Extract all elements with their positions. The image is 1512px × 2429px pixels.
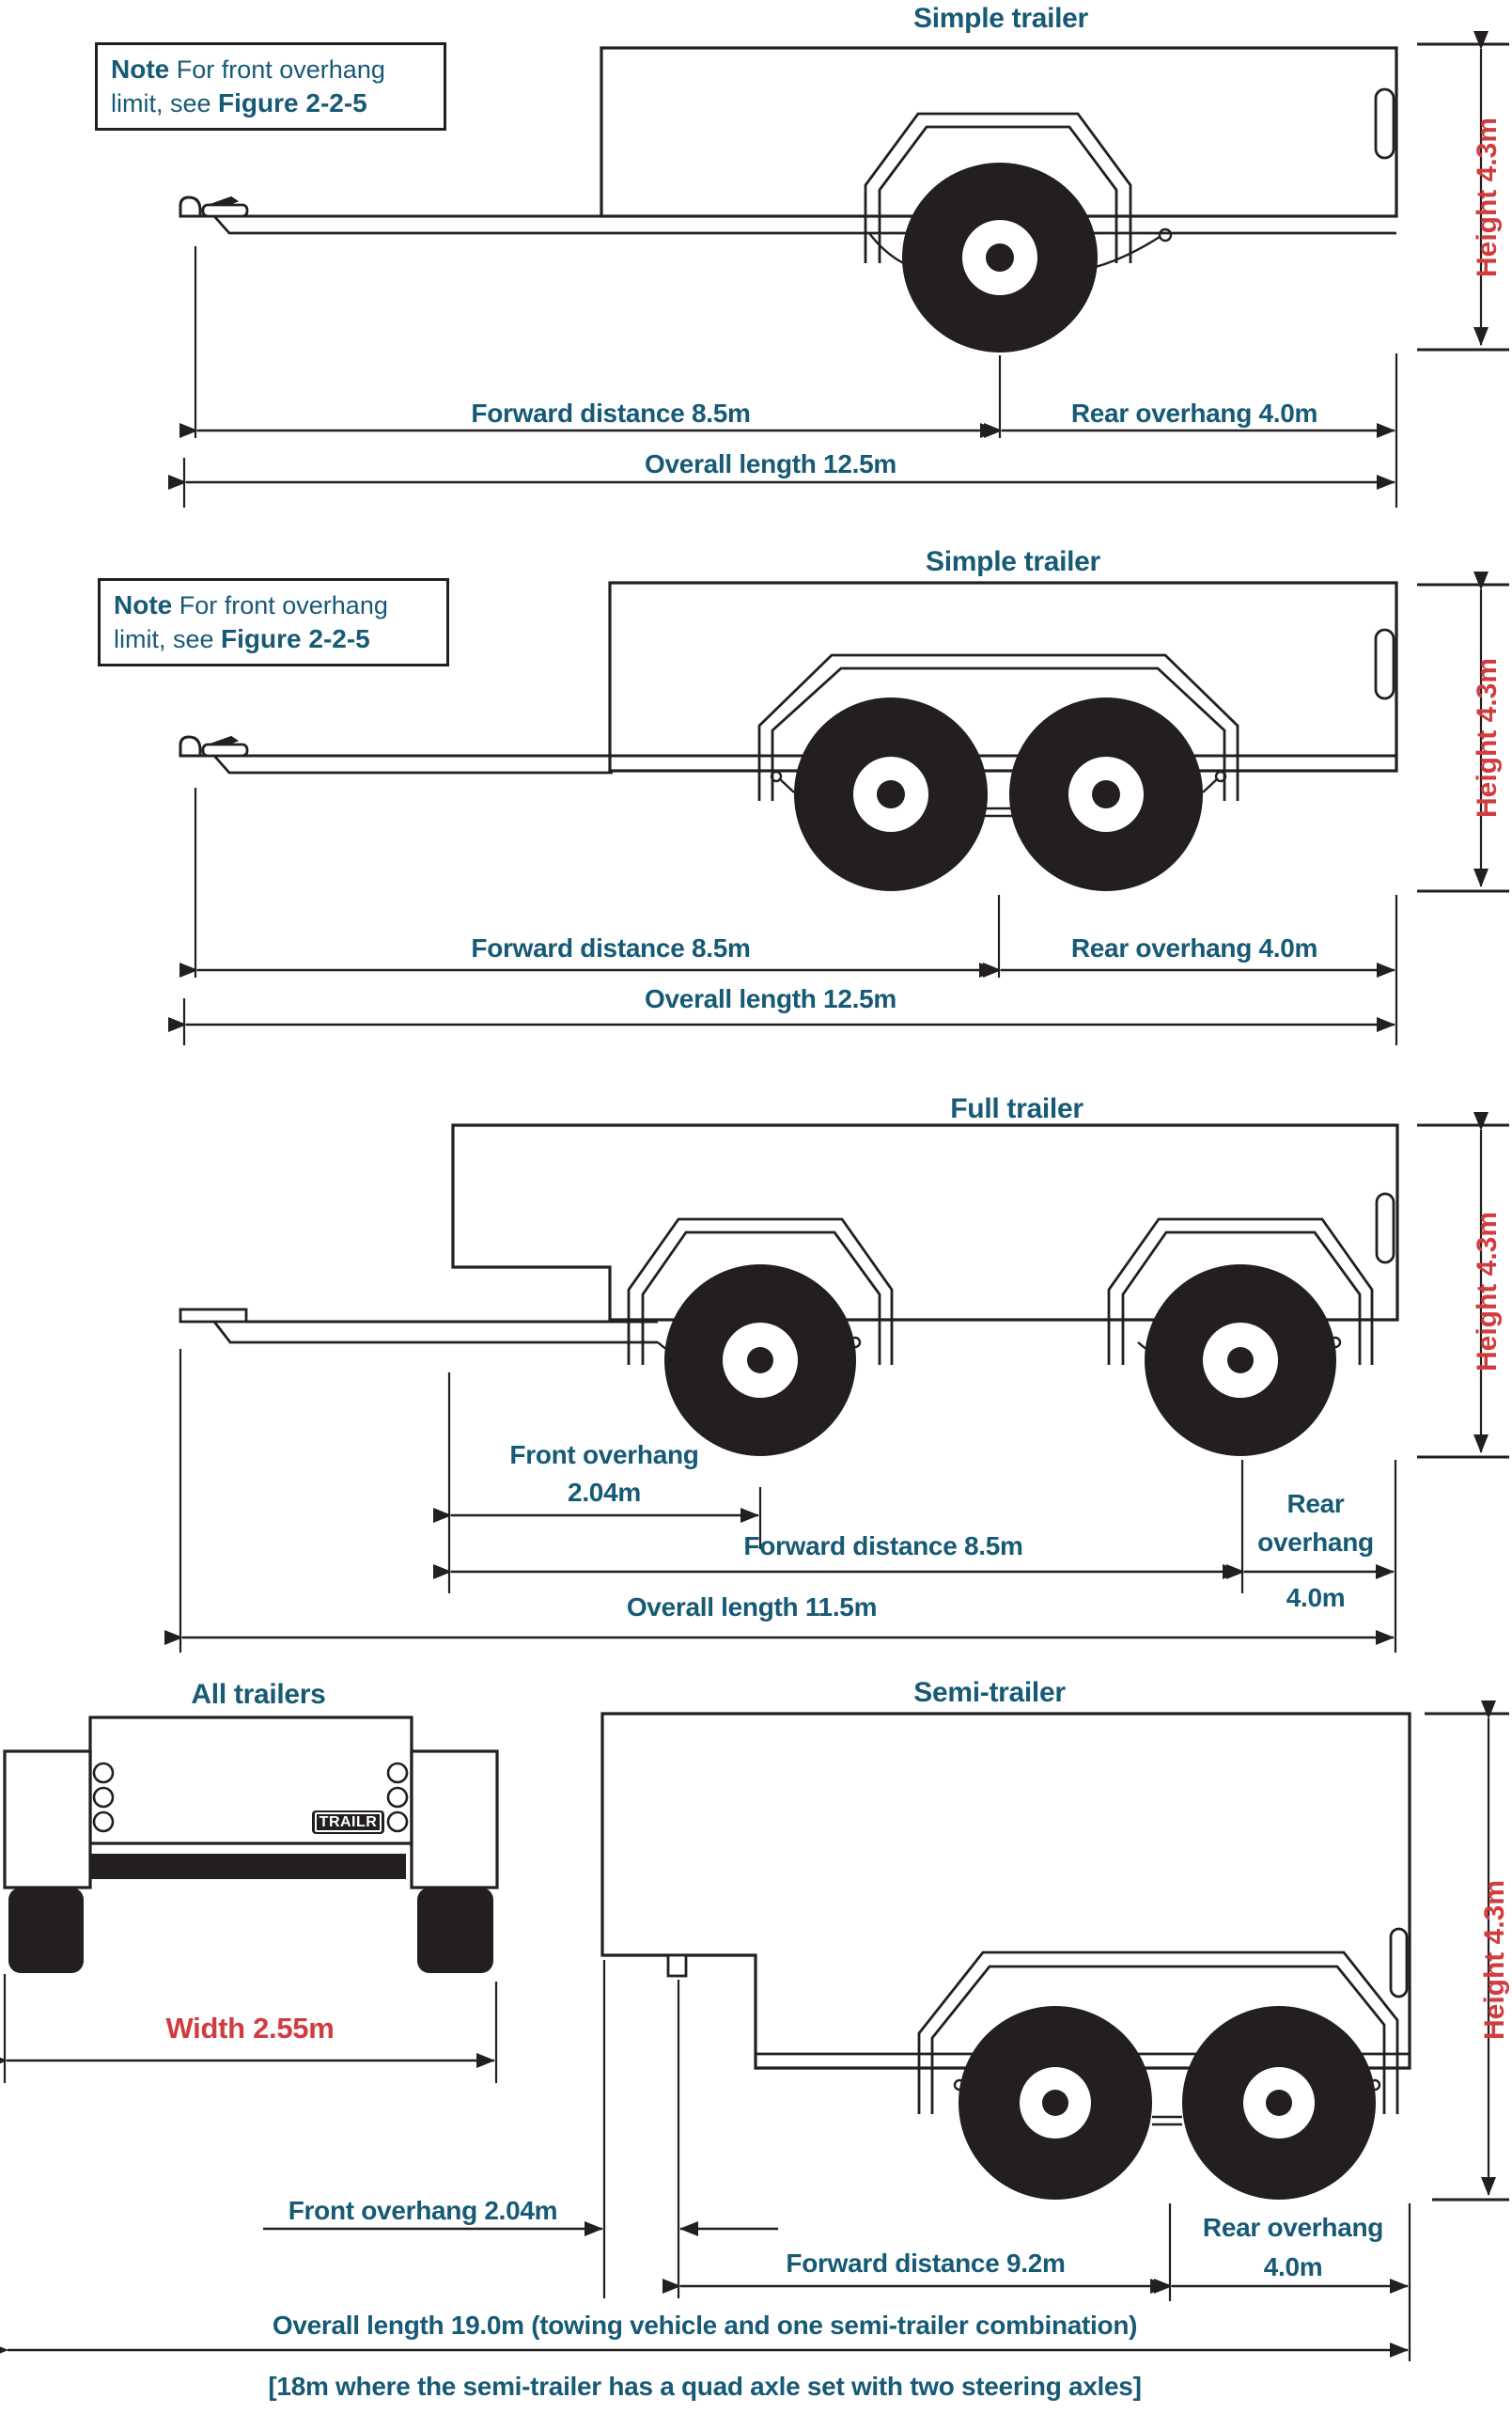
overall-length-label: Overall length 11.5m [626, 1592, 878, 1622]
trailer-body [608, 581, 1398, 773]
coupling-hitch [179, 196, 249, 218]
height-dimension [1417, 572, 1509, 893]
rear-overhang-label: Rear overhang [1202, 2213, 1384, 2242]
wheel [1182, 2006, 1376, 2200]
trailer-body [600, 1712, 1411, 2070]
front-overhang-label: Front overhang 2.04m [288, 2196, 558, 2225]
mudguard [627, 1217, 894, 1365]
height-dimension [1425, 1700, 1509, 2202]
wheel [664, 1264, 856, 1456]
left-mudguard [3, 1749, 92, 1889]
right-mudguard [410, 1749, 499, 1889]
overall-length-label: Overall length 12.5m [645, 984, 896, 1013]
door-handle [1374, 628, 1395, 700]
rear-overhang-label: Rear overhang 4.0m [1070, 933, 1318, 963]
mudguard [757, 653, 1239, 801]
diagram-title: Full trailer [950, 1093, 1083, 1124]
height-label: Height 4.3m [1472, 1211, 1503, 1372]
wheel [794, 697, 988, 891]
rear-overhang-value: 4.0m [1286, 1583, 1346, 1612]
trailr-plate: TRAILR [312, 1810, 384, 1834]
height-dimension [1417, 1112, 1509, 1459]
diagram-title: Simple trailer [926, 546, 1100, 577]
forward-distance-label: Forward distance 8.5m [471, 399, 751, 428]
height-dimension [1417, 31, 1509, 352]
diagram-title: Simple trailer [913, 3, 1088, 34]
rear-bumper [90, 1854, 406, 1879]
mudguard [1107, 1217, 1374, 1365]
wheel [1145, 1264, 1336, 1456]
height-label: Height 4.3m [1479, 1879, 1510, 2041]
width-dimension [0, 1974, 498, 2083]
full-trailer-drawing [164, 1112, 1509, 1653]
wheel [959, 2006, 1152, 2200]
note-lead: Note [111, 55, 170, 84]
rear-overhang-label: Rear overhang 4.0m [1070, 399, 1318, 428]
mudguard [917, 1951, 1399, 2114]
dimension-arrows [164, 1508, 1395, 1645]
front-overhang-note: Note For front overhang limit, see Figur… [98, 578, 449, 666]
note-figure-ref: Figure 2-2-5 [221, 624, 370, 653]
mudguard [864, 112, 1132, 263]
note-figure-ref: Figure 2-2-5 [218, 88, 367, 118]
forward-distance-label: Forward distance 8.5m [471, 933, 751, 963]
front-overhang-value: 2.04m [568, 1478, 641, 1507]
dimension-arrows [168, 963, 1395, 1032]
overall-length-alt-note: [18m where the semi-trailer has a quad a… [268, 2372, 1142, 2401]
forward-distance-label: Forward distance 9.2m [786, 2249, 1066, 2278]
trailr-plate-text: TRAILR [314, 1812, 382, 1832]
width-label: Width 2.55m [165, 2012, 335, 2045]
overall-length-label: Overall length 19.0m (towing vehicle and… [272, 2311, 1138, 2340]
coupling-hitch [179, 735, 249, 758]
rear-overhang-label: overhang [1257, 1528, 1374, 1557]
door-handle [1374, 87, 1395, 160]
note-body: For front overhang limit, see [111, 55, 385, 118]
semi-trailer-drawing [0, 1700, 1509, 2361]
diagram-title: Semi-trailer [913, 1677, 1066, 1708]
door-handle [1389, 1927, 1409, 1998]
dimension-arrows [168, 423, 1395, 490]
extension-lines [602, 1960, 1411, 2361]
dimension-arrows [0, 2221, 1409, 2358]
rear-overhang-label: Rear [1286, 1489, 1345, 1518]
wheel [1009, 697, 1203, 891]
simple-trailer-single-axle-drawing [168, 31, 1509, 508]
front-overhang-label: Front overhang [509, 1440, 699, 1469]
rear-overhang-value: 4.0m [1263, 2252, 1323, 2281]
trailer-body [451, 1123, 1399, 1322]
note-body: For front overhang limit, see [114, 591, 388, 653]
kingpin [666, 1953, 688, 1978]
forward-distance-label: Forward distance 8.5m [743, 1531, 1023, 1560]
diagram-title: All trailers [191, 1679, 326, 1710]
door-handle [1375, 1192, 1395, 1264]
overall-length-label: Overall length 12.5m [645, 449, 896, 478]
height-label: Height 4.3m [1472, 117, 1503, 278]
wheel [417, 1888, 493, 1973]
height-label: Height 4.3m [1472, 657, 1503, 819]
wheel [8, 1888, 84, 1973]
tail-lights [92, 1762, 409, 1833]
simple-trailer-tandem-axle-drawing [168, 572, 1509, 1045]
front-overhang-note: Note For front overhang limit, see Figur… [95, 42, 446, 131]
coupling-eye [179, 1308, 248, 1324]
wheel [902, 163, 1098, 353]
extension-lines [179, 1349, 1397, 1653]
note-lead: Note [114, 590, 173, 619]
